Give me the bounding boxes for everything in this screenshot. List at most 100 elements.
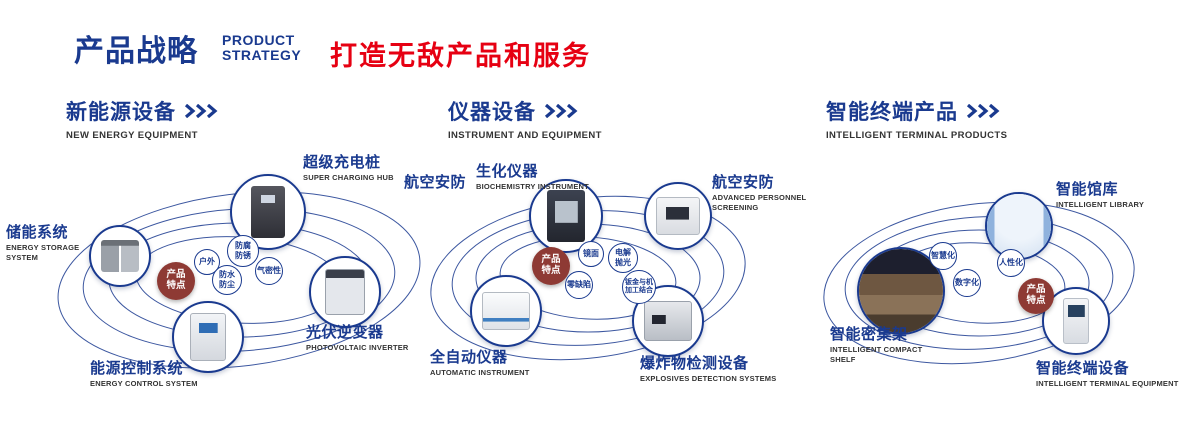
feature-bubble: 智慧化 — [929, 242, 957, 270]
product-name-en: ENERGY STORAGE SYSTEM — [6, 243, 80, 262]
product-name-en: INTELLIGENT LIBRARY — [1056, 200, 1145, 210]
product-label-biochemistry: 生化仪器 BIOCHEMISTRY INSTRUMENT — [476, 163, 591, 192]
product-label-super-charging-hub: 超级充电桩 SUPER CHARGING HUB — [303, 154, 418, 183]
intelligent-library-image — [987, 194, 1051, 258]
personnel-screening-image — [656, 197, 700, 235]
side-label-aviation-security: 航空安防 — [404, 174, 474, 191]
feature-bubble: 数字化 — [953, 269, 981, 297]
product-label-automatic-instrument: 全自动仪器 AUTOMATIC INSTRUMENT — [430, 349, 540, 378]
product-name-en: INTELLIGENT TERMINAL EQUIPMENT — [1036, 379, 1179, 389]
section-header-new-energy: 新能源设备 NEW ENERGY EQUIPMENT — [66, 96, 218, 141]
product-name-en: INTELLIGENT COMPACT SHELF — [830, 345, 923, 364]
product-name-cn: 能源控制系统 — [90, 360, 184, 377]
product-circle-energy-control — [172, 301, 244, 373]
product-circle-energy-storage — [89, 225, 151, 287]
section-header-instruments: 仪器设备 INSTRUMENT AND EQUIPMENT — [448, 96, 602, 141]
page-title-en-line1: PRODUCT — [222, 32, 295, 48]
feature-bubble: 钣金与机加工结合 — [622, 270, 656, 304]
page-title-en: PRODUCT STRATEGY — [222, 33, 301, 63]
product-name-cn: 储能系统 — [6, 224, 69, 241]
product-features-badge: 产品特点 — [1018, 278, 1054, 314]
product-features-badge: 产品特点 — [157, 262, 195, 300]
feature-bubble: 气密性 — [255, 257, 283, 285]
automatic-instrument-image — [482, 292, 530, 330]
feature-label: 钣金与机加工结合 — [625, 278, 653, 294]
product-label-personnel-screening: 航空安防 ADVANCED PERSONNEL SCREENING — [712, 174, 810, 213]
feature-label: 电解抛光 — [615, 248, 631, 267]
product-label-energy-storage: 储能系统 ENERGY STORAGE SYSTEM — [6, 224, 92, 263]
product-label-compact-shelf: 智能密集架 INTELLIGENT COMPACT SHELF — [830, 326, 930, 365]
energy-control-image — [190, 313, 226, 361]
feature-label: 数字化 — [955, 278, 979, 288]
product-name-cn: 航空安防 — [712, 174, 775, 191]
product-name-en: BIOCHEMISTRY INSTRUMENT — [476, 182, 589, 192]
triple-chevron-icon — [544, 104, 578, 118]
compact-shelf-image — [859, 249, 943, 333]
feature-bubble: 零缺陷 — [565, 271, 593, 299]
product-features-badge: 产品特点 — [532, 247, 570, 285]
badge-label: 产品特点 — [166, 269, 186, 291]
feature-label: 智慧化 — [931, 251, 955, 261]
feature-label: 防腐防锈 — [235, 241, 251, 260]
feature-bubble: 人性化 — [997, 249, 1025, 277]
product-name-cn: 光伏逆变器 — [306, 324, 384, 341]
biochemistry-instrument-image — [547, 190, 585, 242]
product-label-intelligent-library: 智能馆库 INTELLIGENT LIBRARY — [1056, 181, 1166, 210]
pv-inverter-image — [325, 268, 365, 316]
product-label-terminal-equipment: 智能终端设备 INTELLIGENT TERMINAL EQUIPMENT — [1036, 360, 1186, 389]
product-name-en: ADVANCED PERSONNEL SCREENING — [712, 193, 807, 212]
product-circle-pv-inverter — [309, 256, 381, 328]
page-title-en-line2: STRATEGY — [222, 47, 302, 63]
product-circle-super-charging-hub — [230, 174, 306, 250]
section-title-en: INSTRUMENT AND EQUIPMENT — [448, 130, 602, 141]
product-name-cn: 智能馆库 — [1056, 181, 1119, 198]
product-circle-automatic-instrument — [470, 275, 542, 347]
section-title: 智能终端产品 — [826, 101, 958, 124]
section-header-intelligent-terminal: 智能终端产品 INTELLIGENT TERMINAL PRODUCTS — [826, 96, 1007, 141]
product-name-en: EXPLOSIVES DETECTION SYSTEMS — [640, 374, 777, 384]
product-circle-intelligent-library — [985, 192, 1053, 260]
feature-label: 户外 — [199, 257, 215, 267]
product-name-cn: 智能密集架 — [830, 326, 908, 343]
product-label-energy-control: 能源控制系统 ENERGY CONTROL SYSTEM — [90, 360, 220, 389]
feature-bubble: 电解抛光 — [608, 243, 638, 273]
energy-storage-image — [101, 240, 139, 272]
product-circle-personnel-screening — [644, 182, 712, 250]
product-name-en: AUTOMATIC INSTRUMENT — [430, 368, 530, 378]
triple-chevron-icon — [966, 104, 1000, 118]
product-label-pv-inverter: 光伏逆变器 PHOTOVOLTAIC INVERTER — [306, 324, 426, 353]
product-circle-explosives-detection — [632, 285, 704, 357]
feature-bubble: 镜面 — [578, 241, 604, 267]
badge-label: 产品特点 — [1026, 284, 1046, 306]
explosives-detector-image — [644, 301, 692, 341]
charging-pile-image — [251, 186, 285, 238]
section-title-en: INTELLIGENT TERMINAL PRODUCTS — [826, 130, 1008, 141]
feature-label: 零缺陷 — [567, 280, 591, 290]
product-circle-biochemistry — [529, 179, 603, 253]
product-circle-compact-shelf — [857, 247, 945, 335]
product-name-cn: 智能终端设备 — [1036, 360, 1130, 377]
feature-label: 防水防尘 — [219, 270, 235, 289]
product-name-cn: 航空安防 — [404, 174, 467, 191]
feature-bubble: 防水防尘 — [212, 265, 242, 295]
page-slogan: 打造无敌产品和服务 — [330, 41, 591, 71]
product-name-cn: 生化仪器 — [476, 163, 539, 180]
section-title-en: NEW ENERGY EQUIPMENT — [66, 130, 198, 141]
badge-label: 产品特点 — [541, 254, 561, 276]
page-title: 产品战略 — [74, 35, 198, 68]
feature-label: 镜面 — [583, 249, 599, 259]
feature-bubble: 防腐防锈 — [227, 235, 259, 267]
triple-chevron-icon — [184, 104, 218, 118]
product-name-cn: 全自动仪器 — [430, 349, 508, 366]
product-name-cn: 爆炸物检测设备 — [640, 355, 749, 372]
section-title: 仪器设备 — [448, 101, 536, 124]
product-name-cn: 超级充电桩 — [303, 154, 381, 171]
feature-label: 人性化 — [999, 258, 1023, 268]
product-name-en: ENERGY CONTROL SYSTEM — [90, 379, 198, 389]
product-label-explosives-detection: 爆炸物检测设备 EXPLOSIVES DETECTION SYSTEMS — [640, 355, 780, 384]
feature-label: 气密性 — [257, 266, 281, 276]
section-title: 新能源设备 — [66, 101, 176, 124]
terminal-kiosk-image — [1062, 297, 1090, 345]
product-name-en: PHOTOVOLTAIC INVERTER — [306, 343, 409, 353]
